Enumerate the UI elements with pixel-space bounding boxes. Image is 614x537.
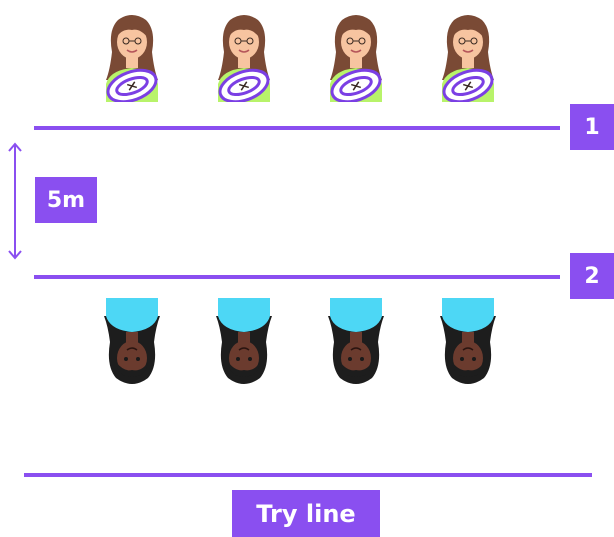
attacker-player-4: [442, 15, 494, 102]
attacker-player-1: [106, 15, 158, 102]
defender-player-1: [104, 298, 160, 384]
defender-player-4: [440, 298, 496, 384]
line-1: [34, 126, 560, 130]
defender-player-2: [216, 298, 272, 384]
line-2-label: 2: [570, 253, 614, 299]
defender-player-3: [328, 298, 384, 384]
attacker-player-3: [330, 15, 382, 102]
try-line-label: Try line: [232, 490, 380, 537]
distance-label: 5m: [35, 177, 97, 223]
line-1-label: 1: [570, 104, 614, 150]
distance-arrow-icon: [8, 142, 22, 260]
line-2: [34, 275, 560, 279]
try-line: [24, 473, 592, 477]
attacker-player-2: [218, 15, 270, 102]
